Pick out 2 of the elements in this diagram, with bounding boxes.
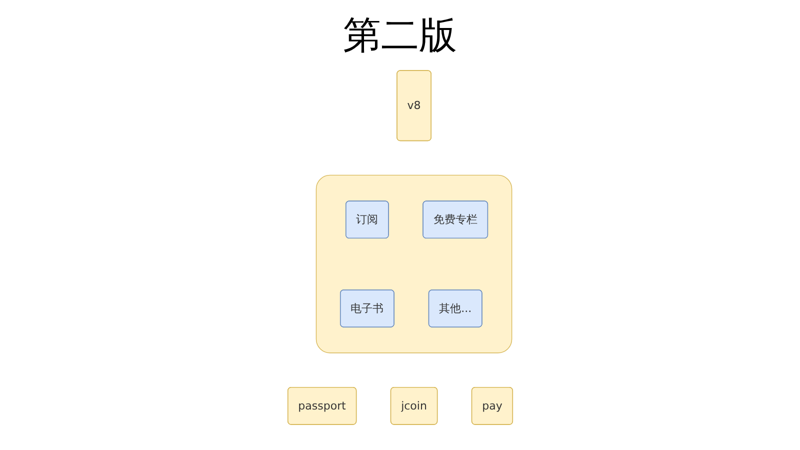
cluster bbox=[316, 174, 512, 354]
title: 第二版 bbox=[342, 12, 458, 59]
